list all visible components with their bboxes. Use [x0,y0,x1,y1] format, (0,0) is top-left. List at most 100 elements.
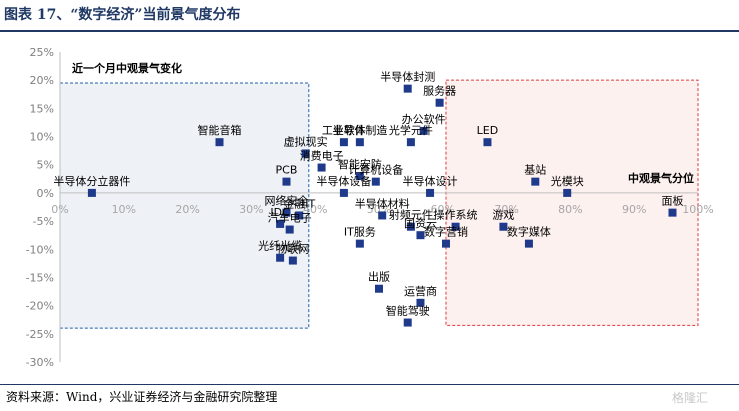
point-label: 智能驾驶 [386,304,430,318]
y-tick-label: -15% [26,271,54,284]
tick-layer: 25%20%15%10%5%0%-5%-10%-15%-20%-25%-30%0… [26,46,714,369]
data-point [371,177,380,186]
y-tick-label: -5% [33,215,54,228]
data-point [403,84,412,93]
scatter-chart: 25%20%15%10%5%0%-5%-10%-15%-20%-25%-30%0… [26,46,714,369]
point-label: 智能安防 [338,157,382,171]
data-point [285,225,294,234]
data-point [276,253,285,262]
point-label: 半导体制造 [332,123,387,137]
point-label: 基站 [524,163,546,177]
y-tick-label: -20% [26,300,54,313]
x-tick-label: 20% [175,203,199,216]
data-point [282,177,291,186]
point-label: 游戏 [492,209,514,222]
data-point [355,239,364,248]
data-point [499,222,508,231]
region-layer [59,79,699,329]
point-label: 光学元件 [389,123,433,137]
y-tick-label: 15% [30,102,54,115]
x-tick-label: 80% [558,203,582,216]
point-label: LED [477,124,499,137]
x-tick-label: 100% [682,203,713,216]
x-tick-label: 70% [494,203,518,216]
data-point [339,138,348,147]
data-point [416,298,425,307]
point-label: 面板 [661,194,683,208]
data-point [403,318,412,327]
data-point [483,138,492,147]
data-point [215,138,224,147]
point-label: 射频元件 [389,208,433,222]
data-point [406,138,415,147]
source-note: 资料来源：Wind，兴业证券经济与金融研究院整理 [6,390,278,404]
data-point [375,284,383,293]
x-tick-label: 30% [239,203,263,216]
data-point [355,172,364,180]
data-point [276,219,285,228]
y-tick-label: -25% [26,328,54,341]
point-label: 工业软件 [322,123,366,137]
point-label: 虚拟现实 [284,134,328,148]
data-point [282,208,291,217]
data-point [563,188,572,197]
y-tick-label: 5% [37,159,54,172]
point-label: 国资云 [404,217,437,230]
data-point [419,126,428,135]
point-label: 半导体设备 [316,174,371,188]
x-tick-label: 60% [431,203,455,216]
point-label: IT服务 [344,226,376,239]
data-point [668,208,677,217]
data-point [441,239,450,248]
x-tick-label: 10% [112,203,136,216]
axes-layer [59,52,698,362]
point-label: 办公软件 [402,112,446,126]
point-label: 半导体材料 [355,196,410,210]
figure-title: 图表 17、“数字经济”当前景气度分布 [4,7,241,23]
footer-rule [0,384,739,385]
point-label: 出版 [368,270,390,284]
point-label: 汽车电子 [268,211,312,225]
y-tick-label: 20% [30,74,54,87]
point-label: 光模块 [551,174,584,188]
data-point [87,188,96,197]
y-tick-label: 10% [30,131,54,144]
point-label: 金融IT [283,196,315,210]
data-point [355,138,364,147]
highlight-region-left [59,82,310,329]
y-tick-label: 25% [30,46,54,59]
data-point [435,98,444,107]
data-point [451,222,460,231]
point-label: 运营商 [404,284,437,298]
data-point [288,256,297,265]
data-point [295,211,304,220]
point-label: PCB [276,164,298,177]
point-label: 半导体设计 [403,174,458,188]
data-point [416,231,425,240]
x-tick-label: 40% [303,203,327,216]
point-label: 半导体分立器件 [53,174,130,188]
point-label: 操作系统 [434,208,478,222]
data-point [406,222,415,231]
y-tick-label: 0% [37,187,54,200]
x-axis-label: 中观景气分位 [628,171,694,185]
point-label: IDC [270,206,290,219]
y-tick-label: -10% [26,243,54,256]
data-point [531,177,540,186]
point-label: 数字媒体 [507,225,551,239]
data-point [426,188,435,197]
data-point [378,211,387,220]
point-label: 计算机设备 [348,163,403,177]
box-label: 近一个月中观景气变化 [72,61,182,75]
point-label: 光纤光缆 [258,239,302,253]
y-tick-label: -30% [26,356,54,369]
point-label: 数字营销 [424,225,468,239]
point-label: 智能音箱 [198,123,242,137]
data-point [301,149,310,158]
title-rule [0,30,739,32]
x-tick-label: 90% [622,203,646,216]
data-point [339,188,348,197]
point-label: 半导体封测 [380,70,435,84]
point-label: 物联网 [276,242,309,256]
